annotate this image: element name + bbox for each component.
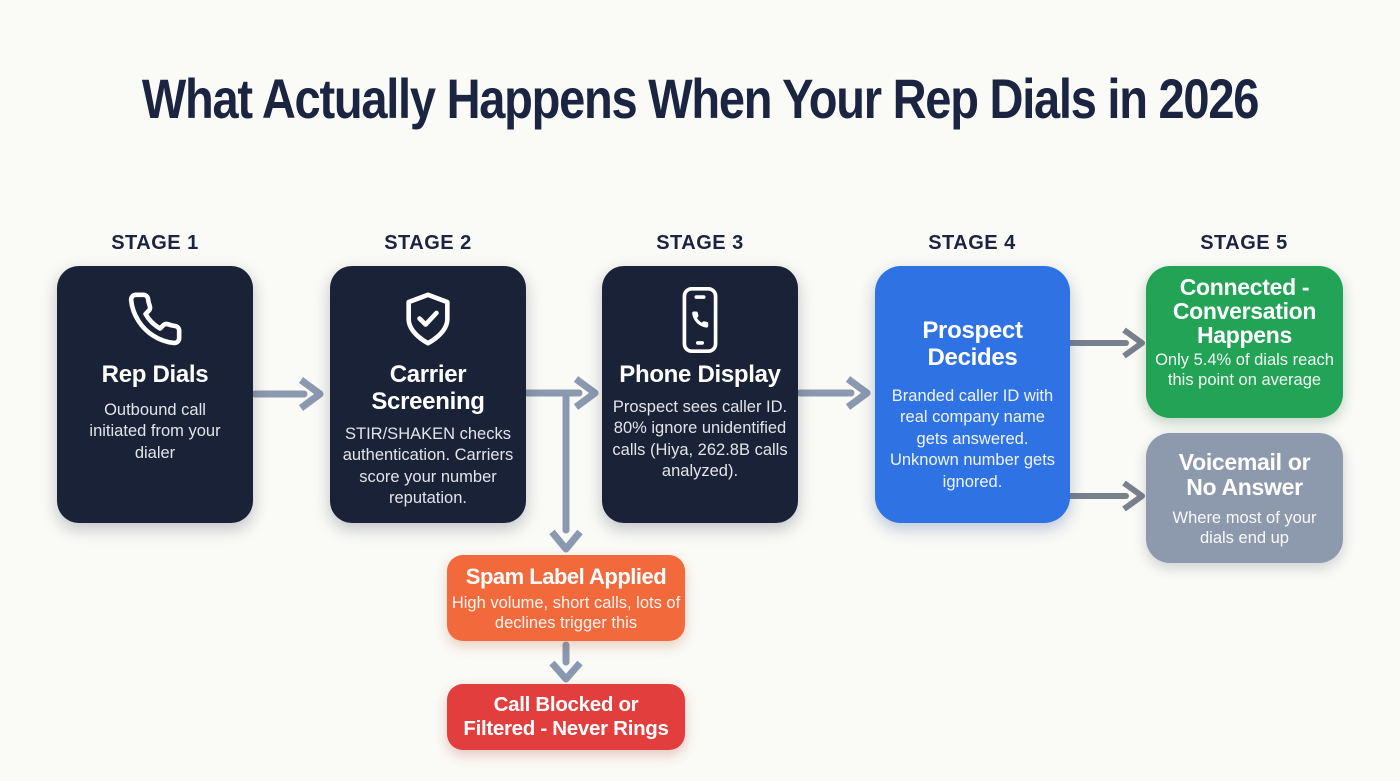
stage-2-label: STAGE 2 [384,232,472,254]
stage-1-label: STAGE 1 [111,232,199,254]
stage-4-label: STAGE 4 [928,232,1016,254]
stage-2-body: STIR/SHAKEN checks authentication. Carri… [342,424,514,508]
voicemail-title: Voicemail or No Answer [1178,449,1311,501]
stage-3-card: Phone Display Prospect sees caller ID. 8… [602,266,798,523]
stage-3-label: STAGE 3 [656,232,744,254]
shield-check-icon [399,288,457,350]
connected-outcome-card: Connected - Conversation Happens Only 5.… [1146,266,1343,418]
stage-4-body: Branded caller ID with real company name… [889,386,1056,491]
stage-3-title: Phone Display [619,361,781,388]
stage-1-body: Outbound call initiated from your dialer [89,400,221,462]
stage-4-title: Prospect Decides [922,317,1023,371]
stage-2-card: Carrier Screening STIR/SHAKEN checks aut… [330,266,526,523]
stage-3-body: Prospect sees caller ID. 80% ignore unid… [612,397,788,481]
spam-label-body: High volume, short calls, lots of declin… [451,593,681,632]
stage-1-card: Rep Dials Outbound call initiated from y… [57,266,253,523]
spam-label-title: Spam Label Applied [465,564,667,589]
stage-4-card: Prospect Decides Branded caller ID with … [875,266,1070,523]
connected-body: Only 5.4% of dials reach this point on a… [1155,351,1334,390]
call-blocked-title: Call Blocked or Filtered - Never Rings [463,693,669,740]
call-blocked-card: Call Blocked or Filtered - Never Rings [447,684,685,750]
stage-1-title: Rep Dials [101,361,209,388]
spam-label-card: Spam Label Applied High volume, short ca… [447,555,685,641]
connected-title: Connected - Conversation Happens [1172,274,1317,349]
voicemail-outcome-card: Voicemail or No Answer Where most of you… [1146,433,1343,563]
stage-5-label: STAGE 5 [1200,232,1288,254]
voicemail-body: Where most of your dials end up [1172,508,1317,547]
stage-2-title: Carrier Screening [371,361,485,415]
smartphone-icon [678,284,722,356]
page-title: What Actually Happens When Your Rep Dial… [141,67,1260,130]
phone-icon [126,288,184,350]
